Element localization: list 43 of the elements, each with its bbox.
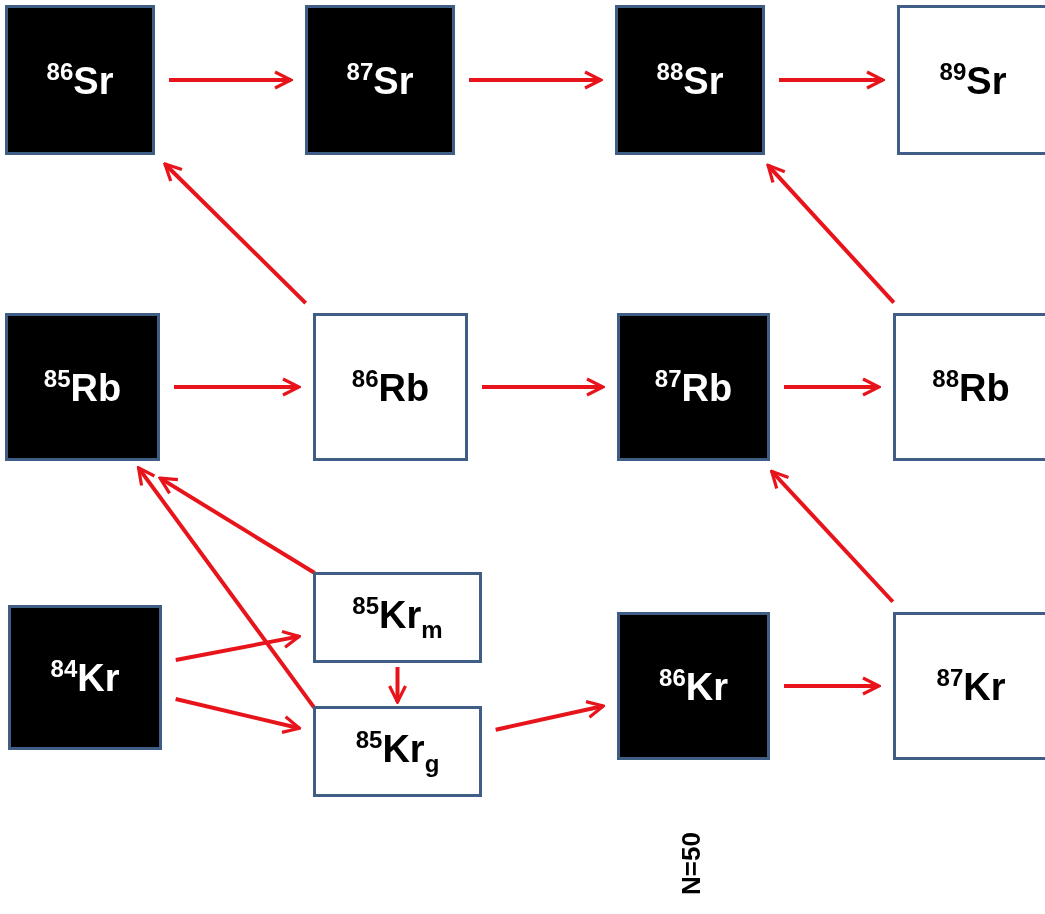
isotope-box xyxy=(305,5,455,155)
arrow xyxy=(175,697,301,734)
isotope-label: $^{85}$Kr$_{m}$ xyxy=(352,591,443,644)
isotope-box xyxy=(313,572,482,663)
isotope-box xyxy=(5,5,155,155)
arrow xyxy=(495,700,605,732)
isotope-box xyxy=(617,612,770,760)
arrow xyxy=(766,163,896,304)
isotope-label: $^{88}$Sr xyxy=(656,57,724,103)
isotope-label: $^{87}$Sr xyxy=(346,57,414,103)
isotope-box xyxy=(615,5,765,155)
arrow xyxy=(163,162,308,305)
isotope-box xyxy=(313,706,482,797)
isotope-label: $^{85}$Rb xyxy=(43,364,122,410)
isotope-label: $^{86}$Sr xyxy=(46,57,114,103)
isotope-box xyxy=(5,313,160,461)
isotope-box xyxy=(8,605,162,750)
arrow xyxy=(469,70,603,90)
isotope-box xyxy=(313,313,468,461)
isotope-label: $^{86}$Kr xyxy=(659,663,728,709)
arrow xyxy=(158,476,316,575)
isotope-box xyxy=(897,5,1045,155)
isotope-label: $^{86}$Rb xyxy=(351,364,430,410)
isotope-label: $^{89}$Sr xyxy=(939,57,1007,103)
neutron-number-label: N=50 xyxy=(675,832,707,895)
isotope-box xyxy=(617,313,770,461)
isotope-box xyxy=(893,612,1045,760)
isotope-label: $^{87}$Kr xyxy=(936,663,1006,709)
arrow xyxy=(169,70,293,90)
isotope-box xyxy=(893,313,1045,461)
arrow xyxy=(175,629,301,663)
arrow xyxy=(174,377,301,397)
isotope-label: $^{88}$Rb xyxy=(932,364,1010,410)
arrow xyxy=(784,377,881,397)
isotope-label: $^{85}$Kr$_{g}$ xyxy=(355,725,440,778)
arrow xyxy=(387,667,408,704)
arrow xyxy=(770,469,895,604)
arrow xyxy=(482,377,605,397)
arrow xyxy=(784,676,881,696)
arrow xyxy=(136,466,316,709)
isotope-label: $^{84}$Kr xyxy=(50,655,120,700)
isotope-label: $^{87}$Rb xyxy=(654,364,733,410)
arrow xyxy=(779,70,885,90)
